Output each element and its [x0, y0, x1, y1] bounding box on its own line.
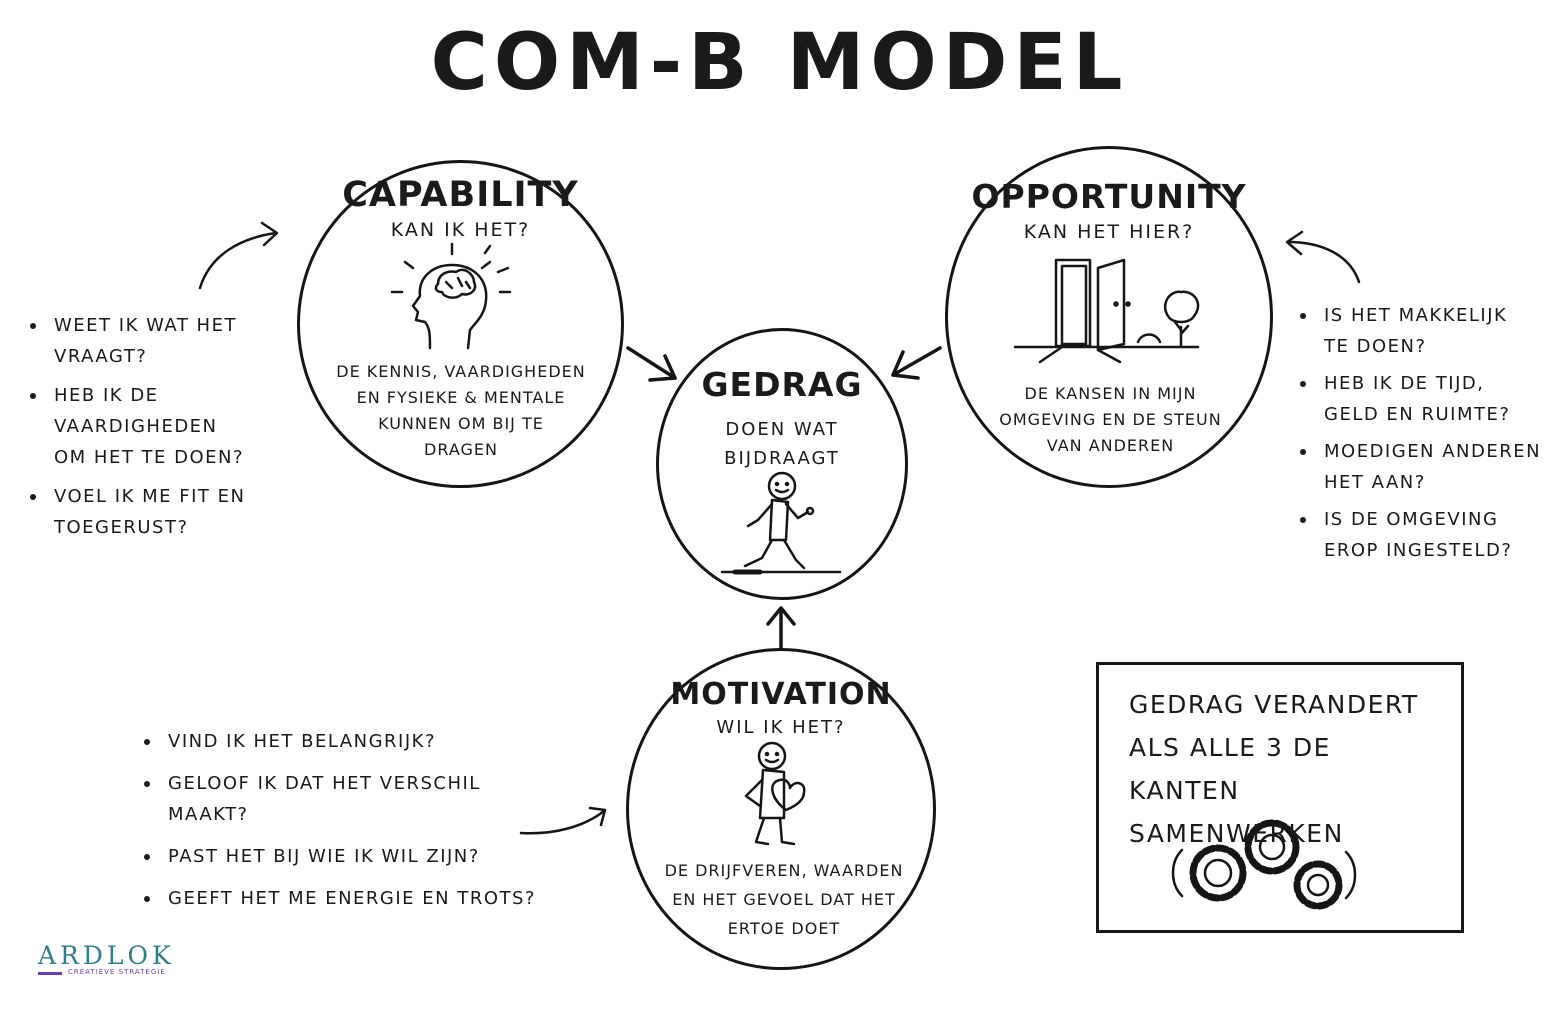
capability-description: DE KENNIS, VAARDIGHEDEN EN FYSIEKE & MEN… — [336, 362, 586, 459]
capability-circle: CAPABILITY KAN IK HET? DE KENNIS, VAARDI… — [297, 160, 624, 488]
motivation-description: DE DRIJFVEREN, WAARDEN EN HET GEVOEL DAT… — [664, 861, 904, 938]
logo-bar — [38, 972, 62, 975]
summary-box: GEDRAG VERANDERT ALS ALLE 3 DE KANTEN SA… — [1096, 662, 1464, 933]
list-item: GELOOF IK DAT HET VERSCHIL MAAKT? — [142, 768, 562, 830]
opportunity-circle: OPPORTUNITY KAN HET HIER? DE KANSEN IN M… — [945, 146, 1273, 488]
arrow-capability-to-gedrag — [626, 346, 677, 382]
list-item: PAST HET BIJ WIE IK WIL ZIJN? — [142, 841, 562, 872]
list-item: HEB IK DE TIJD,GELD EN RUIMTE? — [1298, 368, 1548, 430]
list-item: VIND IK HET BELANGRIJK? — [142, 726, 562, 757]
logo-tagline: CREATIEVE STRATEGIE — [68, 968, 166, 976]
list-item: GEEFT HET ME ENERGIE EN TROTS? — [142, 883, 562, 914]
opportunity-subtitle: KAN HET HIER? — [1023, 221, 1195, 243]
arrow-motivation-to-gedrag — [766, 606, 796, 650]
gedrag-title: GEDRAG — [701, 365, 863, 404]
motivation-title: MOTIVATION — [670, 677, 892, 712]
ardlok-logo: ARDLOK CREATIEVE STRATEGIE — [38, 941, 178, 976]
motivation-circle: MOTIVATION WIL IK HET? DE DRIJFVEREN, WA… — [626, 648, 936, 970]
motivation-subtitle: WIL IK HET? — [716, 717, 846, 738]
motivation-questions: VIND IK HET BELANGRIJK? GELOOF IK DAT HE… — [142, 726, 562, 914]
opportunity-title: OPPORTUNITY — [971, 177, 1247, 216]
arrow-opportunity-to-gedrag — [891, 346, 942, 380]
capability-subtitle: KAN IK HET? — [390, 219, 531, 241]
page-title: COM-B MODEL — [430, 18, 1129, 108]
curved-arrow-opportunity — [1285, 230, 1361, 284]
capability-title: CAPABILITY — [342, 175, 579, 215]
gears-icon — [1171, 819, 1357, 910]
gedrag-circle: GEDRAG DOEN WAT BIJDRAAGT — [656, 328, 908, 600]
curved-arrow-capability — [198, 221, 279, 290]
opportunity-description: DE KANSEN IN MIJN OMGEVING EN DE STEUN V… — [999, 384, 1222, 455]
logo-name: ARDLOK — [38, 941, 175, 970]
gedrag-subtitle: DOEN WAT BIJDRAAGT — [724, 419, 840, 469]
summary-text: GEDRAG VERANDERT ALS ALLE 3 DE KANTEN SA… — [1129, 690, 1419, 848]
curved-arrow-motivation — [519, 806, 607, 835]
